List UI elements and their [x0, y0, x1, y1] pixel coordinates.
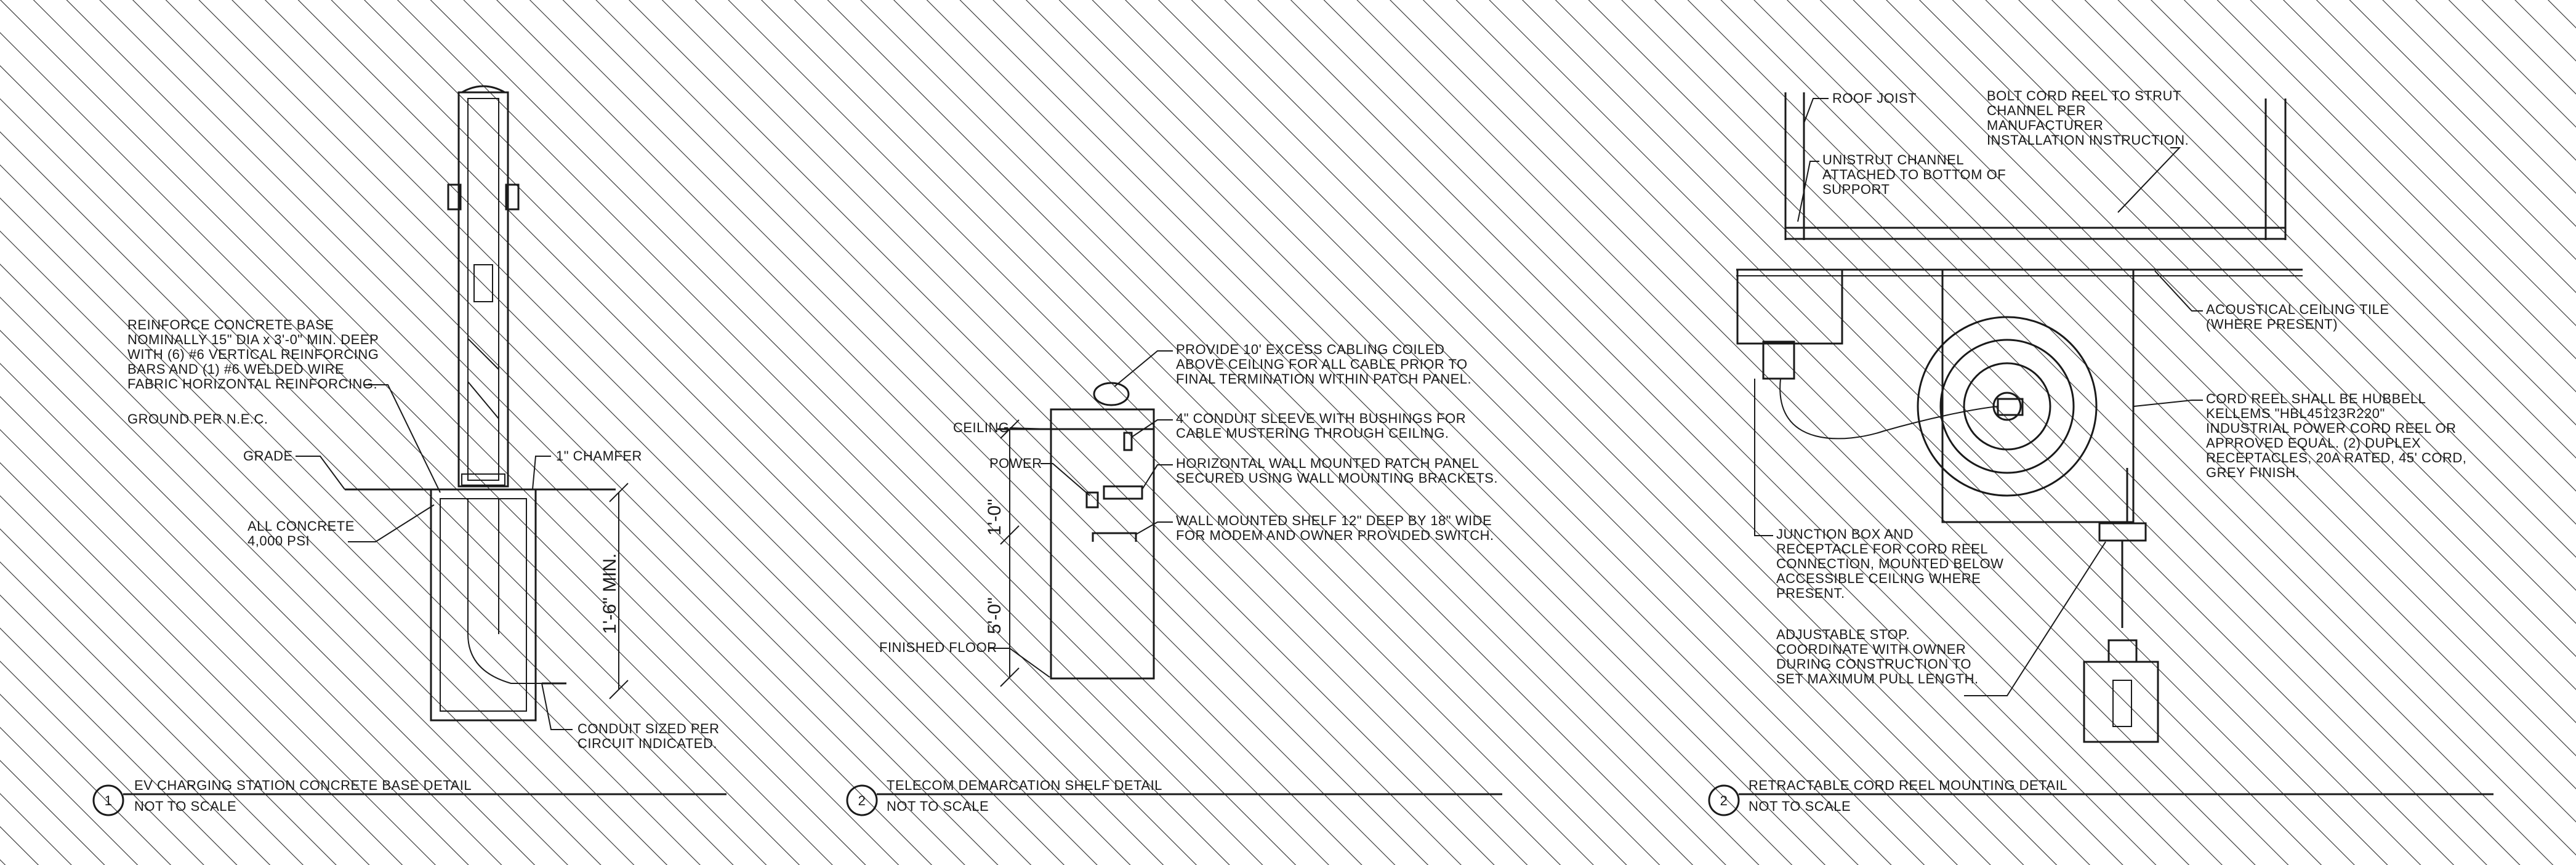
svg-text:ACCESSIBLE CEILING WHERE: ACCESSIBLE CEILING WHERE: [1776, 571, 1981, 586]
svg-text:4" CONDUIT SLEEVE WITH BUSHING: 4" CONDUIT SLEEVE WITH BUSHINGS FOR: [1176, 411, 1466, 426]
svg-text:ADJUSTABLE STOP.: ADJUSTABLE STOP.: [1776, 627, 1910, 642]
cord-reel-outer: [1917, 316, 2098, 497]
svg-text:SECURED USING WALL MOUNTING BR: SECURED USING WALL MOUNTING BRACKETS.: [1176, 470, 1498, 486]
detail-telecom-shelf: 1'-0" 5'-0" CEILING POWER FINISHED FLOOR…: [846, 342, 1502, 816]
unistrut-channel: [1784, 227, 2287, 240]
svg-text:DURING CONSTRUCTION TO: DURING CONSTRUCTION TO: [1776, 656, 1971, 672]
note-roof-joist: ROOF JOIST: [1803, 91, 1917, 124]
detail-number: 2: [858, 793, 866, 808]
svg-text:WITH (6) #6 VERTICAL REINFORCI: WITH (6) #6 VERTICAL REINFORCING: [127, 347, 379, 362]
svg-text:CHANNEL PER: CHANNEL PER: [1987, 103, 2086, 118]
dimension-upper: 1'-0": [984, 499, 1005, 536]
svg-text:CIRCUIT INDICATED.: CIRCUIT INDICATED.: [578, 736, 717, 751]
detail-cord-reel: ROOF JOIST BOLT CORD REEL TO STRUT CHANN…: [1708, 88, 2493, 816]
receptacle-body: [2083, 661, 2159, 743]
detail-number: 2: [1720, 793, 1728, 808]
detail-scale: NOT TO SCALE: [887, 799, 989, 814]
svg-text:WALL MOUNTED SHELF 12" DEEP BY: WALL MOUNTED SHELF 12" DEEP BY 18" WIDE: [1176, 513, 1492, 528]
svg-text:MANUFACTURER: MANUFACTURER: [1987, 118, 2103, 133]
cable-coil: [1093, 382, 1130, 406]
note-grade: GRADE: [243, 448, 345, 490]
svg-text:CABLE MUSTERING THROUGH CEILIN: CABLE MUSTERING THROUGH CEILING.: [1176, 425, 1449, 441]
detail-3-title-block: 2 RETRACTABLE CORD REEL MOUNTING DETAIL …: [1708, 778, 2493, 816]
label-ceiling: CEILING: [953, 420, 1010, 435]
detail-title: RETRACTABLE CORD REEL MOUNTING DETAIL: [1749, 778, 2067, 793]
note-patch-panel: HORIZONTAL WALL MOUNTED PATCH PANEL SECU…: [1141, 456, 1498, 490]
patch-panel: [1103, 485, 1143, 500]
detail-title: EV CHARGING STATION CONCRETE BASE DETAIL: [134, 778, 472, 793]
svg-text:1" CHAMFER: 1" CHAMFER: [556, 448, 642, 464]
svg-text:PROVIDE 10' EXCESS CABLING COI: PROVIDE 10' EXCESS CABLING COILED: [1176, 342, 1444, 357]
svg-text:4,000 PSI: 4,000 PSI: [248, 533, 310, 549]
svg-text:CONDUIT SIZED PER: CONDUIT SIZED PER: [578, 721, 720, 736]
svg-text:BOLT CORD REEL TO STRUT: BOLT CORD REEL TO STRUT: [1987, 88, 2181, 103]
svg-text:REINFORCE CONCRETE BASE: REINFORCE CONCRETE BASE: [127, 317, 334, 332]
ev-charger-pedestal: [447, 85, 520, 488]
detail-scale: NOT TO SCALE: [1749, 799, 1851, 814]
note-conduit-sleeve: 4" CONDUIT SLEEVE WITH BUSHINGS FOR CABL…: [1131, 411, 1466, 441]
note-wall-shelf: WALL MOUNTED SHELF 12" DEEP BY 18" WIDE …: [1135, 513, 1494, 543]
detail-scale: NOT TO SCALE: [134, 799, 236, 814]
svg-text:ROOF JOIST: ROOF JOIST: [1832, 91, 1917, 106]
wall-shelf: [1092, 532, 1137, 542]
dimension-lower: 5'-0": [984, 597, 1005, 634]
svg-text:ACOUSTICAL CEILING TILE: ACOUSTICAL CEILING TILE: [2206, 302, 2389, 317]
detail-1-title-block: 1 EV CHARGING STATION CONCRETE BASE DETA…: [92, 778, 727, 816]
svg-text:CORD REEL SHALL BE HUBBELL: CORD REEL SHALL BE HUBBELL: [2206, 391, 2426, 406]
svg-text:COORDINATE WITH OWNER: COORDINATE WITH OWNER: [1776, 642, 1966, 657]
svg-text:HORIZONTAL WALL MOUNTED PATCH: HORIZONTAL WALL MOUNTED PATCH PANEL: [1176, 456, 1479, 471]
conduit-sleeve: [1123, 432, 1133, 451]
svg-text:PRESENT.: PRESENT.: [1776, 585, 1845, 601]
note-ground: GROUND PER N.E.C.: [127, 411, 268, 427]
svg-text:ATTACHED TO BOTTOM OF: ATTACHED TO BOTTOM OF: [1822, 167, 2006, 182]
svg-text:CONNECTION, MOUNTED BELOW: CONNECTION, MOUNTED BELOW: [1776, 556, 2003, 571]
svg-text:ABOVE CEILING FOR ALL CABLE PR: ABOVE CEILING FOR ALL CABLE PRIOR TO: [1176, 356, 1468, 372]
dimension-1-6-min: 1'-6" MIN.: [600, 553, 620, 634]
note-unistrut: UNISTRUT CHANNEL ATTACHED TO BOTTOM OF S…: [1797, 152, 2006, 222]
label-finished-floor: FINISHED FLOOR: [879, 640, 997, 655]
svg-text:JUNCTION BOX AND: JUNCTION BOX AND: [1776, 526, 1914, 542]
note-conduit: CONDUIT SIZED PER CIRCUIT INDICATED.: [541, 683, 720, 751]
svg-text:APPROVED EQUAL. (2) DUPLEX: APPROVED EQUAL. (2) DUPLEX: [2206, 435, 2421, 451]
note-cord-reel-spec: CORD REEL SHALL BE HUBBELL KELLEMS "HBL4…: [2133, 391, 2466, 480]
note-junction-box: JUNCTION BOX AND RECEPTACLE FOR CORD REE…: [1754, 379, 2003, 601]
note-chamfer: 1" CHAMFER: [532, 448, 642, 490]
svg-text:INDUSTRIAL POWER CORD REEL OR: INDUSTRIAL POWER CORD REEL OR: [2206, 420, 2456, 436]
note-adjustable-stop: ADJUSTABLE STOP. COORDINATE WITH OWNER D…: [1776, 541, 2106, 696]
svg-text:UNISTRUT CHANNEL: UNISTRUT CHANNEL: [1822, 152, 1964, 167]
detail-title: TELECOM DEMARCATION SHELF DETAIL: [887, 778, 1162, 793]
svg-text:RECEPTACLES, 20A RATED, 45' CO: RECEPTACLES, 20A RATED, 45' CORD,: [2206, 450, 2466, 465]
power-receptacle: [1085, 491, 1099, 509]
svg-text:NOMINALLY 15" DIA x 3'-0" MIN.: NOMINALLY 15" DIA x 3'-0" MIN. DEEP: [127, 332, 379, 347]
svg-text:KELLEMS "HBL45123R220": KELLEMS "HBL45123R220": [2206, 406, 2385, 421]
svg-text:BARS AND (1) #6 WELDED WIRE: BARS AND (1) #6 WELDED WIRE: [127, 361, 344, 377]
note-acoustical-tile: ACOUSTICAL CEILING TILE (WHERE PRESENT): [2154, 270, 2389, 332]
note-bolt-cord-reel: BOLT CORD REEL TO STRUT CHANNEL PER MANU…: [1987, 88, 2189, 213]
svg-text:(WHERE PRESENT): (WHERE PRESENT): [2206, 316, 2338, 332]
concrete-base: [430, 488, 566, 722]
svg-text:SET MAXIMUM PULL LENGTH.: SET MAXIMUM PULL LENGTH.: [1776, 671, 1979, 686]
detail-number: 1: [105, 793, 113, 808]
note-reinforce: REINFORCE CONCRETE BASE NOMINALLY 15" DI…: [127, 317, 441, 493]
svg-text:FABRIC HORIZONTAL REINFORCING.: FABRIC HORIZONTAL REINFORCING.: [127, 376, 377, 392]
svg-text:RECEPTACLE FOR CORD REEL: RECEPTACLE FOR CORD REEL: [1776, 541, 1988, 557]
svg-text:ALL CONCRETE: ALL CONCRETE: [248, 518, 355, 534]
svg-text:FINAL TERMINATION WITHIN PATCH: FINAL TERMINATION WITHIN PATCH PANEL.: [1176, 371, 1471, 387]
detail-2-title-block: 2 TELECOM DEMARCATION SHELF DETAIL NOT T…: [846, 778, 1502, 816]
svg-text:INSTALLATION INSTRUCTION.: INSTALLATION INSTRUCTION.: [1987, 132, 2189, 148]
svg-text:GREY FINISH.: GREY FINISH.: [2206, 465, 2300, 480]
svg-text:FOR MODEM AND OWNER PROVIDED S: FOR MODEM AND OWNER PROVIDED SWITCH.: [1176, 528, 1494, 543]
junction-box: [1762, 340, 1795, 380]
note-excess-cabling: PROVIDE 10' EXCESS CABLING COILED ABOVE …: [1114, 342, 1471, 387]
note-concrete: ALL CONCRETE 4,000 PSI: [248, 504, 435, 549]
svg-text:GRADE: GRADE: [243, 448, 293, 464]
svg-text:SUPPORT: SUPPORT: [1822, 182, 1890, 197]
detail-ev-charging-base: 1'-6" MIN. REINFORCE CONCRETE BASE NOMIN…: [92, 85, 727, 816]
label-power: POWER: [989, 456, 1042, 471]
